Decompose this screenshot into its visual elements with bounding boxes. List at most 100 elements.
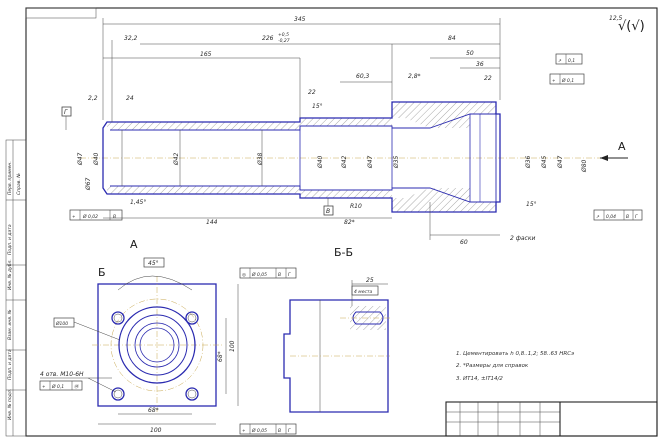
svg-text:Ø 0,05: Ø 0,05: [251, 427, 267, 434]
svg-text:Г: Г: [288, 272, 291, 278]
svg-text:⌖: ⌖: [552, 79, 555, 84]
side-label-1: Инв. № подл.: [7, 389, 13, 420]
side-labels: Инв. № подл. Подп. и дата Взам. инв. № И…: [7, 161, 22, 420]
center-tag: Ø100: [55, 320, 68, 327]
dim-d42: Ø42: [173, 152, 180, 166]
svg-text:⌖: ⌖: [42, 385, 45, 390]
roughness-mark: 12,5 √(√): [609, 15, 645, 34]
svg-text:◎: ◎: [242, 273, 246, 278]
svg-text:Ø 0,02: Ø 0,02: [82, 213, 98, 220]
flange-view-a: 100 68* 100 68* 45° Ø100 4 отв. М10-6Н ⌖…: [39, 257, 297, 435]
tolerance-frame-right: ↗ 0,04 В Г: [593, 209, 643, 221]
dim-22b: 22: [308, 89, 316, 96]
dim-60: 60: [460, 239, 468, 246]
tolerance-frame-top-b: ⌖ Ø 0,1: [549, 73, 585, 85]
svg-text:Г: Г: [635, 214, 638, 220]
section-outline: [283, 299, 389, 413]
arrow-a-label: А: [618, 140, 626, 153]
dim-2-chamfers: 2 фаски: [510, 235, 535, 242]
tolerance-frame-top-a: ↗ 0,1: [555, 53, 583, 65]
section-label: Б-Б: [334, 246, 353, 259]
note-3: 3. ИТ14, ±IT14/2: [456, 376, 503, 382]
view-a-label: А: [130, 238, 138, 251]
dim-d47-right: Ø47: [557, 155, 564, 169]
datum-g: Г: [64, 109, 68, 116]
section-marker: Б: [98, 266, 106, 279]
section-b-b: 25 4 места: [283, 277, 392, 413]
datum-markers: Г В: [61, 106, 334, 216]
svg-text:Г: Г: [288, 428, 291, 434]
svg-text:Ø 0,05: Ø 0,05: [251, 271, 267, 278]
bolt-circle: [110, 298, 204, 392]
bolt-hole: [185, 387, 199, 401]
dim-2-8: 2,8*: [408, 73, 421, 80]
svg-text:Ø 0,1: Ø 0,1: [51, 383, 64, 390]
side-label-5: Подп. и дата: [7, 224, 13, 255]
svg-text:0,1: 0,1: [568, 58, 575, 64]
bolt-hole: [185, 311, 199, 325]
dim-d40-mid: Ø40: [317, 155, 324, 169]
svg-text:↗: ↗: [558, 59, 562, 64]
svg-text:↗: ↗: [596, 215, 600, 220]
dim-r10: R10: [350, 203, 362, 210]
svg-text:В: В: [626, 214, 629, 220]
svg-text:⌖: ⌖: [242, 429, 245, 434]
svg-text:В: В: [113, 214, 116, 220]
view-arrow-a: А: [600, 140, 628, 161]
dim-60-3: 60,3: [356, 73, 370, 80]
tol-226-upper: +0,5: [278, 32, 289, 38]
dim-82: 82*: [344, 219, 355, 226]
shaft-main-view: [80, 101, 600, 213]
dim-226: 226: [262, 35, 274, 42]
dim-d80: Ø80: [581, 159, 588, 173]
drawing-frame: [5, 7, 658, 437]
dim-165: 165: [200, 51, 212, 58]
outer-bore: [118, 306, 196, 384]
dim-144: 144: [206, 219, 218, 226]
note-2: 2. *Размеры для справок: [456, 363, 529, 369]
side-label-4: Инв. № дубл.: [7, 259, 13, 290]
flange-dim-68-v: 68*: [217, 351, 224, 362]
svg-text:⌖: ⌖: [72, 215, 75, 220]
roughness-value: 12,5: [609, 15, 623, 22]
tolerance-frame-left: ⌖ Ø 0,02 В: [69, 209, 123, 221]
datum-v: В: [326, 208, 330, 215]
dim-d45: Ø45: [541, 155, 548, 169]
tol-226-lower: -0,27: [278, 38, 290, 44]
svg-text:Ø 0,1: Ø 0,1: [561, 77, 574, 84]
dim-32-2: 32,2: [124, 35, 138, 42]
dim-d40: Ø40: [93, 152, 100, 166]
svg-text:В: В: [278, 272, 281, 278]
flange-dim-68-h: 68*: [148, 407, 159, 414]
side-label-7: Справ. №: [16, 173, 22, 195]
flange-dim-100-h: 100: [150, 427, 162, 434]
dim-15deg: 15°: [312, 103, 323, 110]
technical-notes: 1. Цементировать h 0,8..1,2; 58..63 HRCэ…: [456, 351, 574, 382]
svg-text:В: В: [278, 428, 281, 434]
side-label-3: Взам. инв. №: [7, 309, 13, 340]
side-label-2: Подп. и дата: [7, 349, 13, 380]
holes-note: 4 отв. М10-6Н: [40, 371, 84, 378]
dim-24: 24: [126, 95, 134, 102]
section-dim-4-places: 4 места: [354, 289, 373, 295]
dim-d36: Ø36: [525, 155, 532, 169]
dim-36: 36: [476, 61, 484, 68]
flange-dim-100-v: 100: [229, 340, 236, 352]
dim-d35: Ø35: [393, 155, 400, 169]
dim-50: 50: [466, 50, 474, 57]
svg-text:0,04: 0,04: [606, 214, 616, 220]
section-dim-25: 25: [366, 277, 374, 284]
main-view-dimensions: 345 226 +0,5 -0,27 84 32,2 165 50 36 60,…: [77, 16, 588, 246]
dim-2-2: 2,2: [88, 95, 98, 102]
dim-d38: Ø38: [257, 152, 264, 166]
bolt-hole: [111, 387, 125, 401]
dim-84: 84: [448, 35, 456, 42]
dim-15deg-b: 15°: [526, 201, 537, 208]
note-1: 1. Цементировать h 0,8..1,2; 58..63 HRCэ: [456, 351, 574, 357]
dim-345: 345: [294, 16, 306, 23]
dim-d67: Ø67: [85, 177, 92, 191]
dim-22: 22: [484, 75, 492, 82]
side-label-6: Перв. примен.: [7, 161, 13, 195]
roughness-symbol: √(√): [618, 19, 645, 34]
